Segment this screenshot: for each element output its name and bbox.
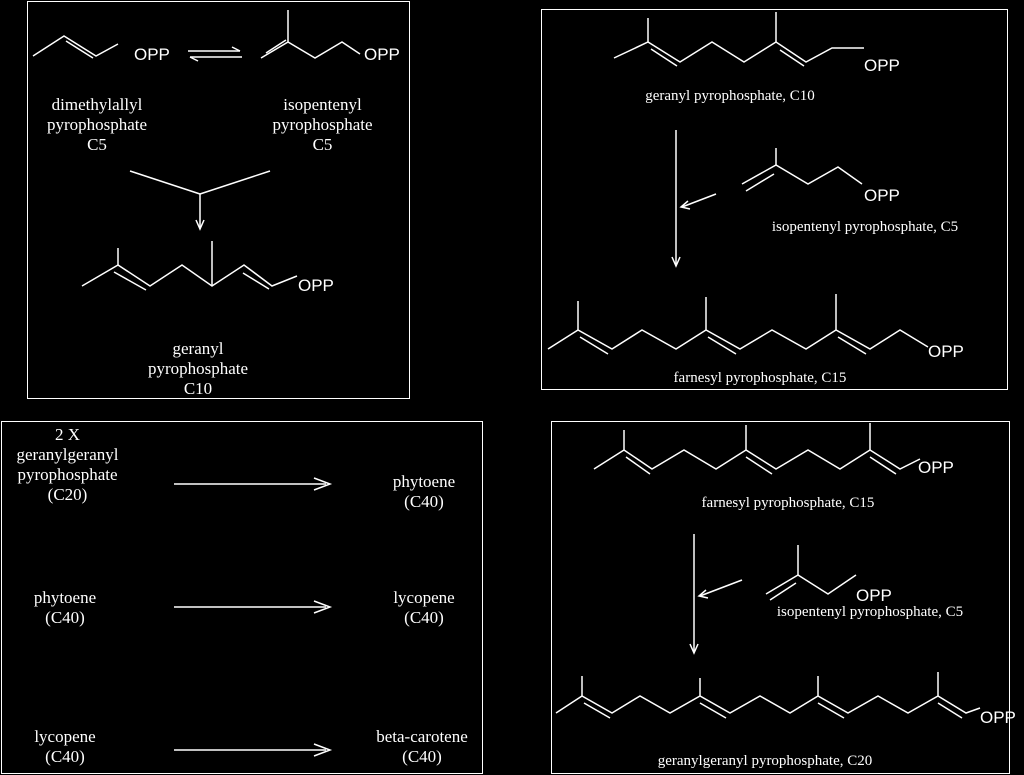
p2-gpp-skeleton — [613, 41, 864, 63]
p3-row2-right-line1: lycopene — [393, 588, 455, 607]
p2-main-arrow-head — [671, 256, 681, 268]
p3-arrow-2-head — [313, 600, 333, 614]
dmapp-label: dimethylallyl pyrophosphate C5 — [32, 95, 162, 155]
gpp-double-2 — [242, 272, 270, 290]
p2-fpp-double-2 — [707, 336, 737, 355]
p4-ipp-skeleton — [765, 574, 857, 595]
p2-ipp-opp-group: OPP — [864, 186, 900, 205]
dmapp-skeleton — [32, 35, 119, 57]
gpp-label-line2: pyrophosphate — [147, 359, 249, 378]
p2-fpp-double-3 — [837, 336, 867, 355]
p4-ggpp-double-2 — [699, 702, 727, 719]
p2-side-arrow-head — [679, 200, 691, 210]
converge-left — [129, 170, 201, 195]
p3-row1-right: phytoene (C40) — [364, 472, 484, 512]
p2-fpp-label: farnesyl pyrophosphate, C15 — [673, 370, 847, 386]
p2-fpp-opp-group: OPP — [928, 342, 964, 361]
ipp-opp-group: OPP — [364, 45, 400, 64]
dmapp-double-bond — [65, 40, 94, 59]
p3-row1-right-line2: (C40) — [404, 492, 444, 511]
p4-fpp-opp-group: OPP — [918, 458, 954, 477]
p4-ggpp-skeleton — [555, 695, 981, 714]
p3-arrow-1-head — [313, 477, 333, 491]
equilibrium-back-head — [189, 56, 199, 62]
dmapp-opp-group: OPP — [134, 45, 170, 64]
p4-fpp-double-2 — [745, 456, 773, 475]
p4-fpp-label: farnesyl pyrophosphate, C15 — [701, 495, 875, 511]
p4-ggpp-double-4 — [937, 702, 963, 719]
p4-ggpp-opp-group: OPP — [980, 708, 1016, 727]
p4-side-arrow-head — [697, 589, 709, 599]
ipp-label-line2: pyrophosphate — [272, 115, 373, 134]
equilibrium-forward-head — [231, 46, 241, 52]
p4-side-arrow — [699, 579, 743, 597]
p3-row3-right: beta-carotene (C40) — [364, 727, 480, 767]
p2-gpp-double-2 — [779, 49, 805, 67]
p3-row2-left-line1: phytoene — [33, 588, 97, 607]
gpp-label-line3: C10 — [183, 379, 213, 398]
p3-row3-left-line2: (C40) — [45, 747, 85, 766]
converge-down-head — [195, 219, 205, 231]
panel-fpp-synthesis — [541, 9, 1008, 390]
p3-row1-right-line1: phytoene — [392, 472, 456, 491]
panel-ggpp-synthesis — [551, 421, 1010, 774]
p2-gpp-label: geranyl pyrophosphate, C10 — [645, 88, 815, 104]
p4-ggpp-double-1 — [583, 702, 611, 719]
p2-ipp-double — [745, 173, 775, 192]
p4-fpp-double-3 — [869, 456, 897, 475]
p3-row2-right-line2: (C40) — [404, 608, 444, 627]
p4-main-arrow-head — [689, 643, 699, 655]
ipp-double-bond — [265, 39, 287, 54]
p4-fpp-double-1 — [625, 456, 651, 475]
p3-row1-left: 2 X geranylgeranyl pyrophosphate (C20) — [0, 425, 135, 505]
p2-gpp-opp-group: OPP — [864, 56, 900, 75]
p3-row2-left: phytoene (C40) — [10, 588, 120, 628]
p2-gpp-double-1 — [650, 48, 678, 67]
p2-side-arrow — [681, 193, 717, 208]
p3-arrow-3-head — [313, 743, 333, 757]
p4-ggpp-label: geranylgeranyl pyrophosphate, C20 — [657, 753, 873, 769]
p3-row3-right-line1: beta-carotene — [376, 727, 468, 746]
p3-row3-left: lycopene (C40) — [10, 727, 120, 767]
dmapp-label-line2: pyrophosphate — [46, 115, 148, 134]
gpp-label: geranyl pyrophosphate C10 — [128, 339, 268, 399]
p2-ipp-skeleton — [741, 164, 863, 185]
p2-fpp-double-1 — [579, 336, 609, 355]
p4-fpp-skeleton — [593, 449, 921, 470]
p3-row2-right: lycopene (C40) — [364, 588, 484, 628]
p3-row1-left-line1: 2 X — [54, 425, 81, 444]
panel-gpp-synthesis — [27, 1, 410, 399]
dmapp-label-line1: dimethylallyl — [51, 95, 143, 114]
p4-ipp-double — [769, 582, 797, 601]
ipp-label-line1: isopentenyl — [283, 95, 362, 114]
p3-row1-left-line4: (C20) — [47, 485, 88, 504]
p2-fpp-skeleton — [547, 329, 929, 350]
p4-ggpp-double-3 — [817, 702, 845, 719]
ipp-label: isopentenyl pyrophosphate C5 — [255, 95, 390, 155]
gpp-skeleton — [81, 264, 298, 287]
gpp-opp-group: OPP — [298, 276, 334, 295]
p3-row2-left-line2: (C40) — [45, 608, 85, 627]
p4-ipp-label: isopentenyl pyrophosphate, C5 — [776, 604, 964, 620]
gpp-label-line1: geranyl — [172, 339, 224, 358]
dmapp-label-line3: C5 — [87, 135, 107, 154]
p3-row1-left-line3: pyrophosphate — [17, 465, 118, 484]
gpp-double-1 — [113, 271, 147, 291]
p4-ipp-opp-group: OPP — [856, 586, 892, 605]
converge-right — [199, 170, 271, 195]
p3-row3-right-line2: (C40) — [402, 747, 442, 766]
ipp-label-line3: C5 — [312, 135, 333, 154]
ipp-skeleton-a — [260, 41, 361, 59]
p3-row3-left-line1: lycopene — [34, 727, 96, 746]
p3-row1-left-line2: geranylgeranyl — [16, 445, 119, 464]
panel-carotenoid-pathway — [1, 421, 483, 774]
p2-ipp-label: isopentenyl pyrophosphate, C5 — [771, 219, 959, 235]
